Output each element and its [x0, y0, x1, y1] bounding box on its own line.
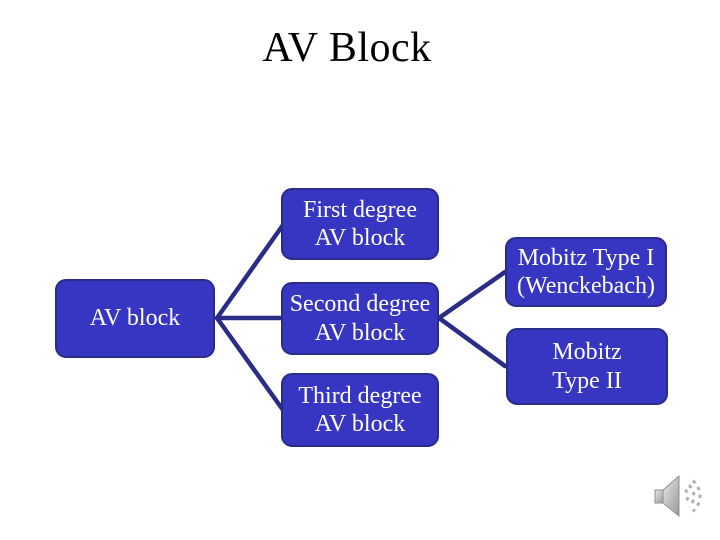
node-mobitz-type-2: Mobitz Type II [506, 328, 668, 405]
node-third-degree: Third degree AV block [281, 373, 439, 447]
node-first-degree: First degree AV block [281, 188, 439, 260]
connector-second-to-mobitz2 [436, 315, 508, 369]
node-mobitz-type-1: Mobitz Type I (Wenckebach) [505, 237, 667, 307]
node-mobitz-type-1-label: Mobitz Type I (Wenckebach) [517, 244, 655, 299]
connector-root-to-third [214, 315, 286, 413]
node-av-block: AV block [55, 279, 215, 358]
audio-speaker-icon[interactable] [651, 469, 707, 525]
connector-root-to-first [214, 222, 286, 321]
node-mobitz-type-2-label: Mobitz Type II [552, 339, 622, 394]
speaker-body [654, 489, 664, 504]
sound-wave-outer [691, 479, 702, 513]
node-first-degree-label: First degree AV block [303, 196, 417, 251]
sound-wave-middle [687, 484, 696, 508]
sound-wave-inner [683, 488, 690, 504]
connector-second-to-mobitz1 [436, 269, 508, 321]
node-second-degree-label: Second degree AV block [289, 291, 431, 346]
slide-title: AV Block [262, 25, 432, 71]
node-av-block-label: AV block [89, 305, 181, 332]
node-third-degree-label: Third degree AV block [298, 382, 422, 437]
speaker-cone [662, 474, 680, 518]
node-second-degree: Second degree AV block [281, 282, 439, 355]
